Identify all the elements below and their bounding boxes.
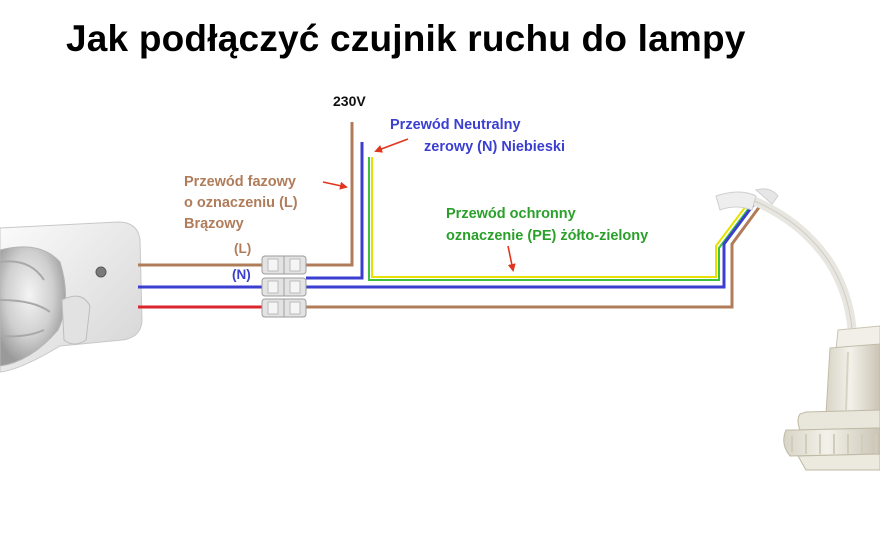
protective-wire-green [368, 157, 750, 281]
n-tag: (N) [232, 267, 251, 282]
lamp-brown-wire [306, 205, 762, 309]
neutral-arrow [374, 138, 409, 153]
protective-label-line-1: Przewód ochronny [446, 206, 576, 222]
neutral-label-line-1: Przewód Neutralny [390, 117, 521, 133]
phase-label-line-2: o oznaczeniu (L) [184, 195, 298, 211]
motion-sensor-image [0, 221, 143, 373]
lamp-blue-wire [306, 203, 756, 289]
l-tag: (L) [234, 241, 251, 256]
protective-label-line-2: oznaczenie (PE) żółto-zielony [446, 228, 648, 244]
phase-label-line-1: Przewód fazowy [184, 174, 296, 190]
lamp-socket-image [715, 188, 880, 471]
phase-arrow [322, 181, 348, 190]
terminal-connectors [261, 255, 307, 318]
wires [138, 122, 762, 309]
voltage-label: 230V [333, 93, 366, 109]
phase-supply-wire [306, 122, 354, 267]
neutral-label-line-2: zerowy (N) Niebieski [424, 139, 565, 155]
neutral-supply-wire [306, 142, 364, 280]
phase-label-line-3: Brązowy [184, 216, 244, 232]
annotation-arrows [322, 138, 516, 272]
protective-wire-yellow [371, 157, 747, 278]
diagram-title: Jak podłączyć czujnik ruchu do lampy [66, 18, 746, 59]
protective-arrow [507, 245, 516, 272]
